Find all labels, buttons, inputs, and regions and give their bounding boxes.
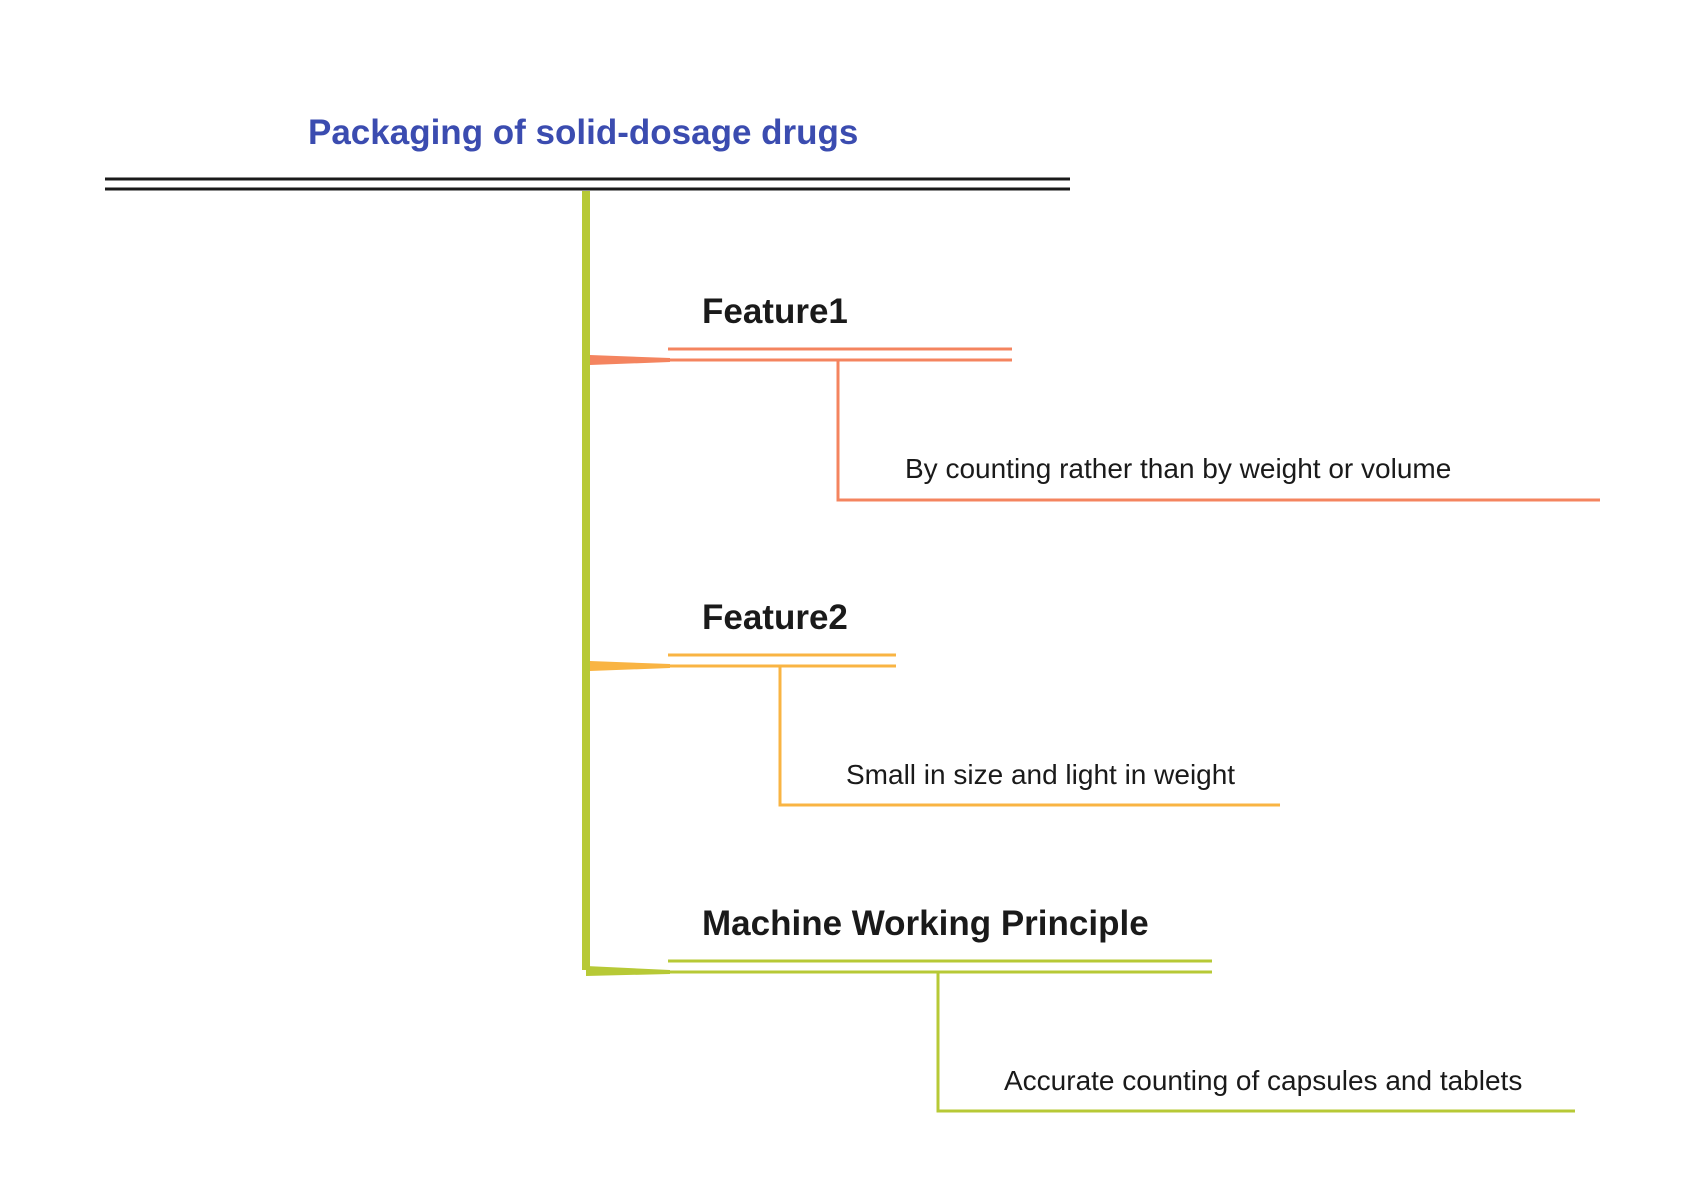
subtopic-machine-item: Accurate counting of capsules and tablet… [1004,1065,1523,1096]
branch-connector-feature2 [590,661,670,671]
branch-title-feature2: Feature2 [702,598,848,637]
root-topic-title: Packaging of solid-dosage drugs [308,113,859,152]
subtopic-connector-feature2 [778,666,1280,807]
branch-title-feature1: Feature1 [702,292,848,331]
branch-connector-feature1 [590,355,670,365]
branch-connector-machine-working-principle [586,966,670,976]
subtopic-connector-machine [936,972,1575,1113]
branch-title-machine-working-principle: Machine Working Principle [702,904,1149,943]
subtopic-feature2-item: Small in size and light in weight [846,759,1236,790]
subtopic-connector-feature1 [836,360,1600,502]
subtopic-feature1-item: By counting rather than by weight or vol… [905,453,1452,484]
